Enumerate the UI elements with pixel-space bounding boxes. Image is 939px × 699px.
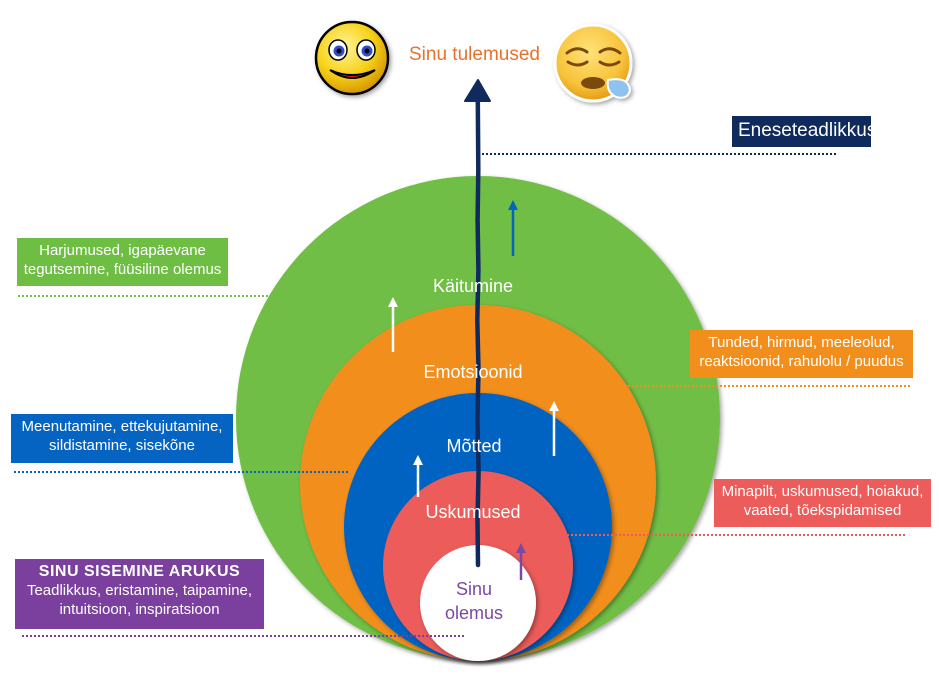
callout-minapilt: Minapilt, uskumused, hoiakud, vaated, tõ…: [714, 479, 931, 527]
sleepy-face-icon: [553, 23, 633, 103]
callout-meenutamine: Meenutamine, ettekujutamine, sildistamin…: [11, 414, 233, 463]
arrow-up-white-1: [388, 297, 398, 352]
callout-arukus: SINU SISEMINE ARUKUS Teadlikkus, eristam…: [15, 559, 264, 629]
callout-tunded: Tunded, hirmud, meeleolud, reaktsioonid,…: [690, 330, 913, 378]
ring-label-olemus: Sinu olemus: [445, 577, 503, 625]
callout-minapilt-line-1: Minapilt, uskumused, hoiakud,: [721, 483, 924, 500]
callout-harjumused: Harjumused, igapäevane tegutsemine, füüs…: [17, 238, 228, 286]
olemus-line-1: Sinu: [455, 579, 493, 599]
callout-arukus-line-2: intuitsioon, inspiratsioon: [59, 601, 220, 618]
callout-arukus-heading: SINU SISEMINE ARUKUS: [38, 563, 241, 580]
callout-tunded-line-2: reaktsioonid, rahulolu / puudus: [699, 353, 904, 370]
callout-harjumused-line-2: tegutsemine, füüsiline olemus: [23, 261, 222, 278]
olemus-line-2: olemus: [444, 603, 504, 623]
callout-meenutamine-line-1: Meenutamine, ettekujutamine,: [21, 418, 223, 435]
happy-face-icon: [314, 20, 390, 96]
arrow-up-white-3: [413, 455, 423, 497]
ring-label-uskumused: Uskumused: [425, 502, 521, 522]
arrow-up-purple: [516, 543, 526, 580]
ring-label-emotsioonid: Emotsioonid: [423, 362, 523, 382]
arrow-up-blue: [508, 200, 518, 256]
callout-harjumused-line-1: Harjumused, igapäevane: [39, 242, 206, 259]
main-arrow: [464, 79, 491, 568]
arrow-up-white-2: [549, 401, 559, 456]
results-title: Sinu tulemused: [409, 44, 540, 65]
ring-olemus: [420, 545, 536, 661]
callout-eneseteadlikkus-text: Eneseteadlikkus: [738, 120, 877, 141]
callout-eneseteadlikkus: Eneseteadlikkus: [732, 116, 877, 147]
callout-arukus-line-1: Teadlikkus, eristamine, taipamine,: [26, 582, 253, 599]
callout-minapilt-line-2: vaated, tõekspidamised: [743, 502, 902, 519]
callout-meenutamine-line-2: sildistamine, sisekõne: [49, 437, 195, 454]
ring-label-kaitumine: Käitumine: [432, 276, 514, 296]
ring-label-motted: Mõtted: [446, 436, 502, 456]
callout-tunded-line-1: Tunded, hirmud, meeleolud,: [708, 334, 895, 351]
